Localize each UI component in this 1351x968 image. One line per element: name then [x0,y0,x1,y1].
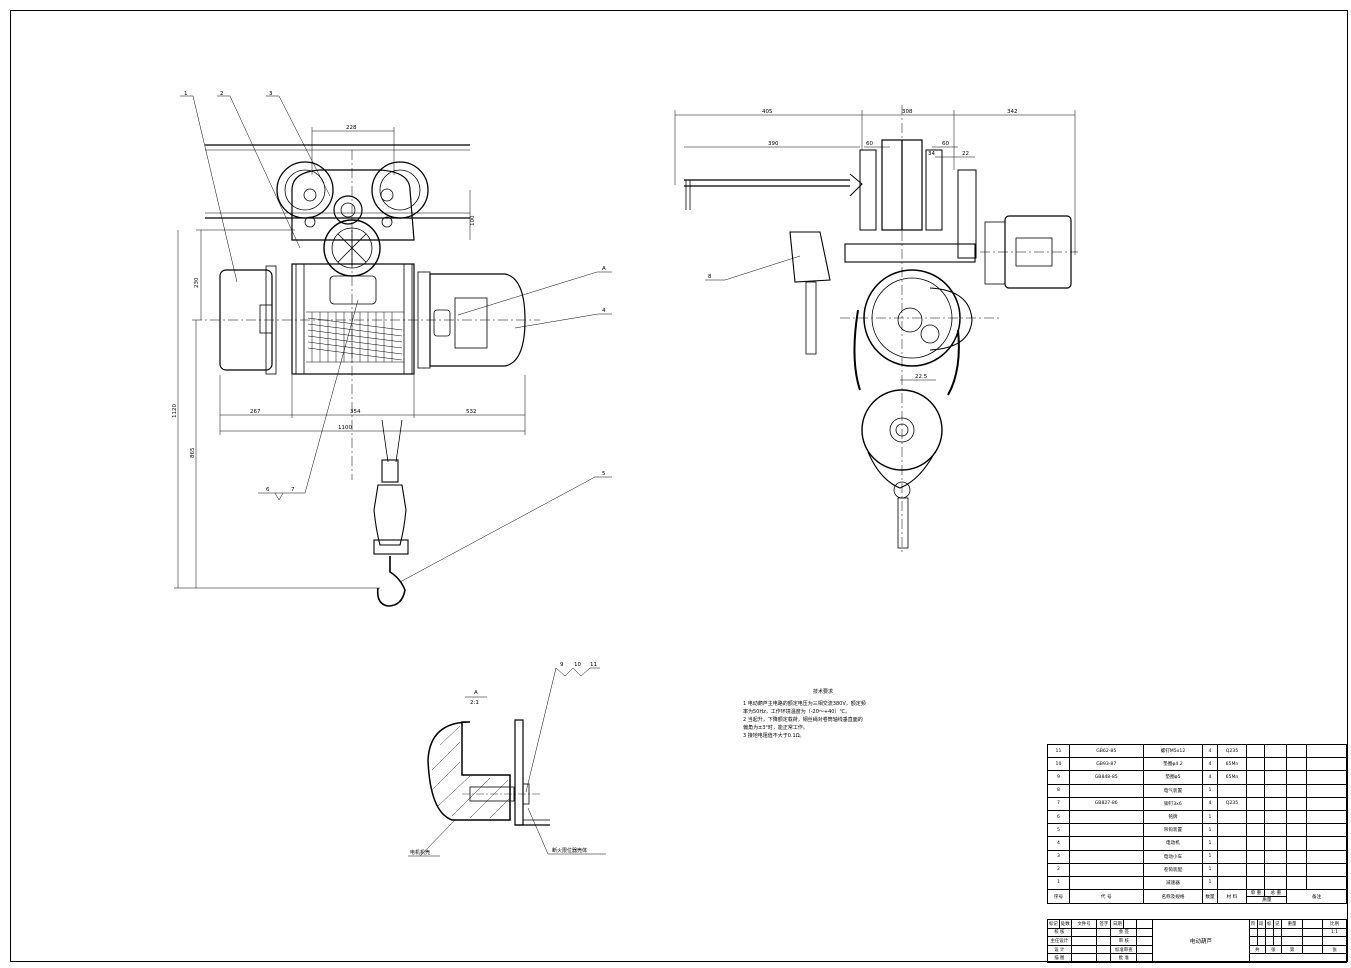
drawing-labels: 1 2 3 A 4 5 6 7 228 100 230 267 354 532 … [172,91,1018,856]
dim-34: 34 [928,151,935,157]
leader-4: 4 [602,308,606,314]
dim-1100: 1100 [338,425,352,431]
drawing-frame [10,10,1348,962]
leader-11: 11 [590,662,597,668]
leader-7: 7 [291,487,295,493]
notes-line: 3 接地电阻值不大于0.1Ω。 [743,733,805,739]
notes-title: 技术要求 [812,689,833,695]
leader-10: 10 [574,662,581,668]
dim-532: 532 [466,409,477,415]
dim-22-5: 22.5 [915,374,928,380]
leader-8: 8 [708,274,712,280]
dim-308: 308 [902,109,913,115]
dim-60a: 60 [866,141,873,147]
dim-342: 342 [1007,109,1018,115]
label-fire-proof: 断火限位器壳体 [552,847,587,854]
dim-267: 267 [250,409,261,415]
dim-390: 390 [768,141,779,147]
dim-230: 230 [194,277,200,288]
label-motor-housing: 电机机壳 [410,849,430,856]
leader-3: 3 [269,91,273,97]
dim-22: 22 [962,151,969,157]
dim-865: 865 [190,447,196,458]
leader-1: 1 [184,91,188,97]
dim-228: 228 [346,125,357,131]
notes-line: 2 当起升，下降额定载荷，钢丝绳对卷筒轴线垂直面的 [743,717,863,723]
front-view [174,95,612,607]
dim-100: 100 [470,215,476,226]
scale-value: 1:1 [1322,927,1347,938]
notes-line: 1 电动葫芦主电路的额定电压为三相交流380V，额定频 [743,701,866,707]
leader-5: 5 [602,471,606,477]
technical-notes: 技术要求 1 电动葫芦主电路的额定电压为三相交流380V，额定频 率为50Hz，… [743,688,903,740]
notes-line: 率为50Hz，工作环境温度为（-20～+40）℃。 [743,709,851,715]
drawing-title: 电动葫芦 [1152,919,1250,963]
leader-6: 6 [266,487,270,493]
leader-9: 9 [560,662,564,668]
detail-scale: 2:1 [470,700,479,706]
side-view [674,105,1078,555]
notes-line: 偏角为±3°时，能正常工作。 [743,725,808,731]
dim-354: 354 [350,409,361,415]
detail-a [408,667,606,857]
dim-405: 405 [762,109,773,115]
leader-2: 2 [220,91,224,97]
dim-1120: 1120 [172,404,178,418]
dim-60b: 60 [942,141,949,147]
leader-A: A [602,266,606,272]
bom-header: 序号 代 号 名称及规格 数量 材 料 单 重 总 重 备注 [1047,889,1347,905]
detail-label: A [474,690,478,696]
